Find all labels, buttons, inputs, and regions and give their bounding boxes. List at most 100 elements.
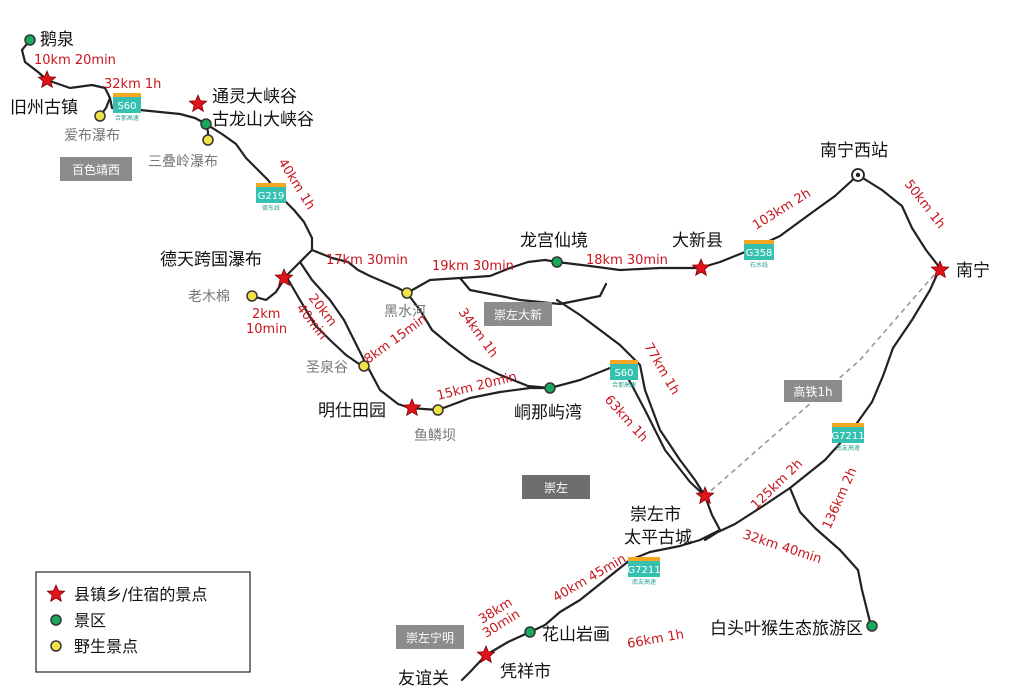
svg-text:G358: G358 bbox=[746, 248, 773, 259]
label-sandieling: 三叠岭瀑布 bbox=[148, 154, 218, 170]
distance-chongzuo-huashan: 40km 45min bbox=[551, 552, 629, 606]
place-names: 鹅泉 旧州古镇 爱布瀑布 通灵大峡谷 古龙山大峡谷 三叠岭瀑布 德天跨国瀑布 老… bbox=[10, 30, 990, 689]
marker-detian bbox=[274, 267, 294, 287]
distance-chongzuo-baitou: 32km 40min bbox=[741, 528, 824, 568]
label-nanning-west: 南宁西站 bbox=[820, 141, 888, 161]
marker-sandieling bbox=[202, 134, 214, 146]
marker-chongzuo bbox=[695, 485, 715, 505]
label-baitou: 白头叶猴生态旅游区 bbox=[710, 619, 863, 639]
svg-text:G219: G219 bbox=[258, 191, 285, 202]
distance-detian-heishuihe: 17km 30min bbox=[326, 253, 408, 268]
distance-shengquangu-mingshi: 8km 15min bbox=[362, 312, 430, 367]
marker-daxin bbox=[691, 257, 711, 277]
shield-g358: G358 石水线 bbox=[744, 240, 774, 269]
distance-jiuzhou-gulongshan: 32km 1h bbox=[104, 77, 161, 92]
region-chongzuo-ningming-box bbox=[396, 625, 464, 649]
rail-label-box bbox=[784, 380, 842, 402]
shield-g7211-south: G7211 南友高速 bbox=[627, 557, 661, 586]
distance-labels: 10km 20min 32km 1h 40km 1h 17km 30min 19… bbox=[34, 53, 948, 652]
label-nanning: 南宁 bbox=[956, 261, 990, 281]
svg-text:G7211: G7211 bbox=[831, 431, 864, 442]
marker-pingxiang bbox=[476, 644, 496, 664]
label-tongling: 通灵大峡谷 bbox=[212, 87, 297, 107]
distance-longgong-daxin: 18km 30min bbox=[586, 253, 668, 268]
legend: 县镇乡/住宿的景点 景区 野生景点 bbox=[35, 571, 251, 673]
road-chongzuo-baitou bbox=[788, 486, 872, 624]
road-detian-mingshi bbox=[298, 260, 412, 410]
label-equan: 鹅泉 bbox=[40, 30, 74, 50]
marker-gulongshan bbox=[200, 118, 212, 130]
distance-equan-jiuzhou: 10km 20min bbox=[34, 53, 116, 68]
label-detian: 德天跨国瀑布 bbox=[160, 250, 262, 270]
region-baise: 百色靖西 bbox=[72, 163, 120, 177]
road-detian-heishuihe bbox=[310, 248, 409, 295]
marker-jiuzhou bbox=[37, 69, 57, 89]
distance-nanning-baitou: 136km 2h bbox=[820, 466, 860, 532]
marker-huashan bbox=[524, 626, 536, 638]
label-huashan: 花山岩画 bbox=[542, 625, 610, 645]
distance-nanningwest-nanning: 50km 1h bbox=[901, 177, 948, 231]
legend-scenic-label: 景区 bbox=[74, 611, 106, 630]
region-chongzuo: 崇左 bbox=[544, 480, 568, 495]
distance-tongnayu-chongzuo: 63km 1h bbox=[601, 393, 651, 446]
road-equan-jiuzhou bbox=[20, 38, 49, 82]
legend-wild-label: 野生景点 bbox=[74, 637, 138, 656]
label-taiping: 太平古城 bbox=[624, 528, 692, 548]
road-heishuihe-tongnayu bbox=[405, 291, 552, 390]
distance-daxin-nanningwest: 103km 2h bbox=[750, 186, 814, 234]
svg-text:合那高速: 合那高速 bbox=[115, 114, 139, 122]
station-dot bbox=[855, 172, 861, 178]
marker-baitou bbox=[866, 620, 878, 632]
region-chongzuo-daxin: 崇左大新 bbox=[494, 307, 542, 322]
label-shengquangu: 圣泉谷 bbox=[306, 359, 348, 376]
svg-text:石水线: 石水线 bbox=[750, 261, 768, 269]
label-tongnayu: 峒那屿湾 bbox=[514, 403, 582, 423]
svg-text:G7211: G7211 bbox=[627, 565, 660, 576]
shield-g7211-north: G7211 南友高速 bbox=[831, 423, 865, 452]
road-tongnayu-chongzuo bbox=[548, 366, 707, 498]
region-chongzuo-daxin-box bbox=[484, 302, 552, 326]
region-chongzuo-box bbox=[522, 475, 590, 499]
road-daxin-nanningwest bbox=[698, 173, 860, 270]
label-longgong: 龙宫仙境 bbox=[520, 231, 588, 251]
road-heishuihe-longgong bbox=[405, 258, 559, 295]
legend-wild-icon bbox=[50, 640, 62, 652]
distance-huashan-baitou: 66km 1h bbox=[626, 627, 685, 652]
road-longgong-daxin bbox=[555, 260, 702, 272]
marker-mingshi bbox=[402, 397, 422, 417]
marker-aibu bbox=[94, 110, 106, 122]
marker-shengquangu bbox=[358, 360, 370, 372]
legend-scenic-icon bbox=[50, 614, 62, 626]
distance-mingshi-tongnayu: 15km 20min bbox=[435, 370, 518, 404]
road-nanningwest-nanning bbox=[856, 173, 942, 270]
label-mingshi: 明仕田园 bbox=[318, 401, 386, 421]
town-markers bbox=[37, 69, 950, 664]
marker-tongnayu bbox=[544, 382, 556, 394]
distance-heishuihe-longgong: 19km 30min bbox=[432, 259, 514, 274]
legend-box bbox=[35, 571, 251, 673]
label-youyiguan: 友谊关 bbox=[398, 669, 449, 689]
road-detian-shengquangu bbox=[284, 274, 364, 368]
region-chongzuo-ningming: 崇左宁明 bbox=[406, 630, 454, 645]
rail-label: 高铁1h bbox=[793, 384, 832, 399]
marker-heishuihe bbox=[401, 287, 413, 299]
shield-g219: G219 德东线 bbox=[256, 183, 286, 212]
svg-text:德东线: 德东线 bbox=[262, 204, 280, 212]
road-longgong-tongnayu bbox=[458, 276, 608, 306]
shield-s60-east: S60 合那高速 bbox=[610, 360, 638, 389]
road-chongzuo-pingxiang bbox=[460, 494, 722, 682]
label-daxin: 大新县 bbox=[672, 231, 723, 251]
region-labels: 百色靖西 崇左大新 崇左 崇左宁明 bbox=[60, 157, 590, 649]
legend-star-icon bbox=[46, 583, 66, 603]
marker-tongling bbox=[188, 93, 208, 113]
label-yulinba: 鱼鳞坝 bbox=[414, 427, 456, 444]
road-daxin-chongzuo bbox=[555, 298, 707, 498]
marker-longgong bbox=[551, 256, 563, 268]
svg-text:南友高速: 南友高速 bbox=[632, 578, 656, 586]
marker-nanning bbox=[930, 259, 950, 279]
distance-daxin-chongzuo: 77km 1h bbox=[641, 341, 683, 398]
label-gulongshan: 古龙山大峡谷 bbox=[212, 110, 314, 130]
wild-markers bbox=[94, 110, 444, 416]
region-baise-box bbox=[60, 157, 132, 181]
